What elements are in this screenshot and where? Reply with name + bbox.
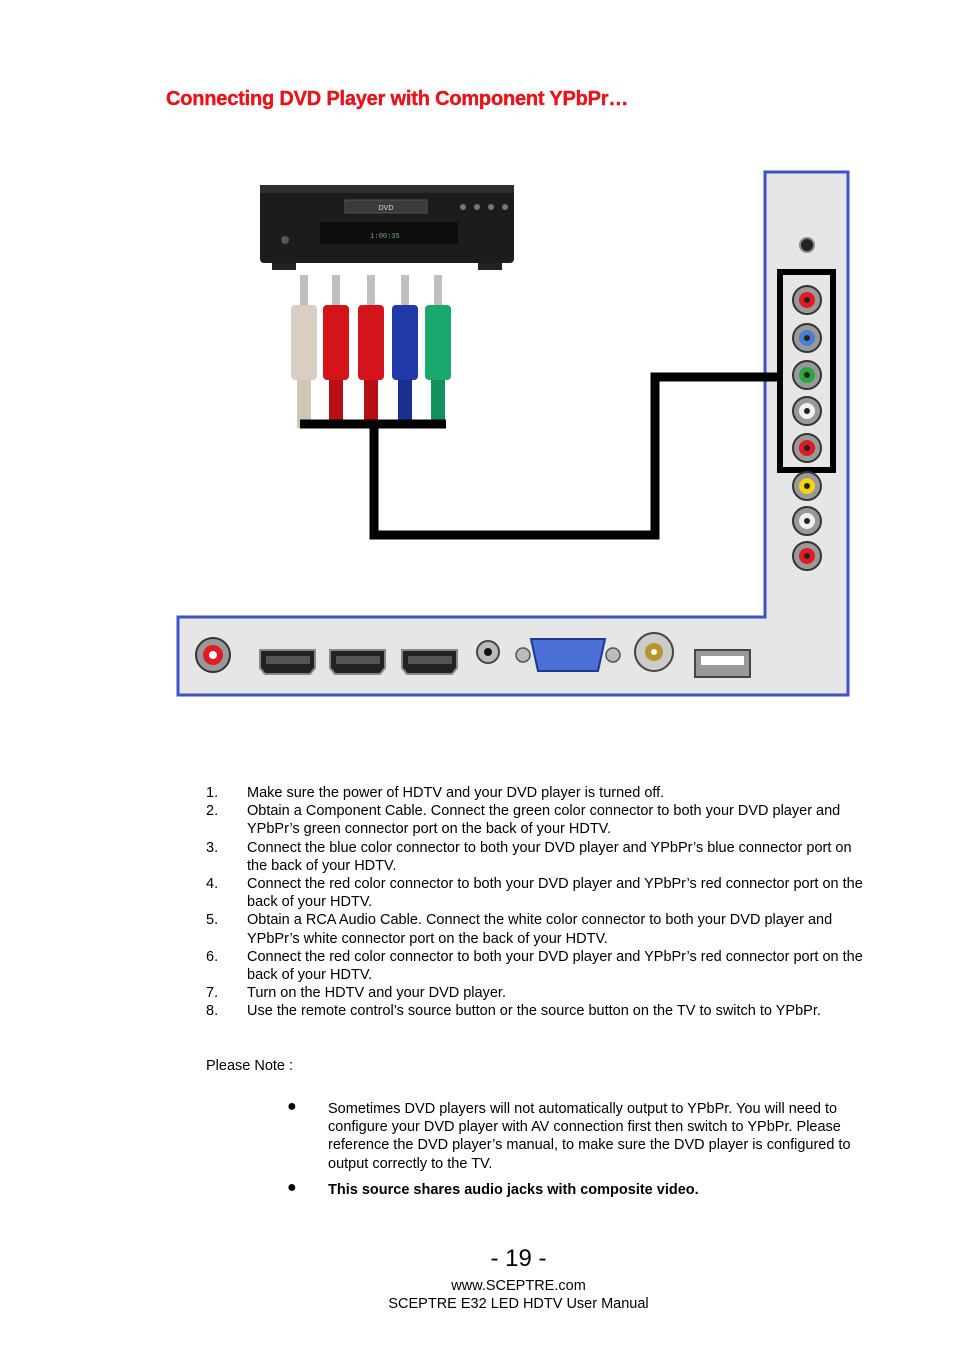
dvd-label: DVD	[379, 205, 394, 212]
step-number: 3.	[206, 839, 219, 856]
page-number: - 19 -	[490, 1245, 547, 1272]
jack-white-2	[792, 506, 822, 536]
step-item: 8. Use the remote control’s source button…	[206, 1002, 870, 1020]
plug-blue	[392, 275, 418, 428]
jack-white-1	[792, 396, 822, 426]
footer-manual-title: SCEPTRE E32 LED HDTV User Manual	[388, 1296, 649, 1312]
step-number: 7.	[206, 985, 219, 1002]
note-bullet-text: Sometimes DVD players will not automatic…	[328, 1101, 851, 1172]
step-text: Connect the red color connector to both …	[247, 948, 863, 984]
jack-red-1	[792, 285, 822, 315]
hdmi-port-2	[329, 649, 386, 675]
usb-port	[694, 649, 751, 678]
jack-green	[792, 360, 822, 390]
step-item: 6. Connect the red color connector to bot…	[206, 948, 870, 984]
side-rca-jacks	[792, 285, 822, 571]
step-number: 6.	[206, 948, 219, 965]
note-bullet-text: This source shares audio jacks with comp…	[328, 1181, 699, 1198]
step-number: 2.	[206, 803, 219, 820]
step-number: 1.	[206, 785, 219, 801]
step-item: 5. Obtain a RCA Audio Cable. Connect the …	[206, 911, 870, 947]
plug-white	[291, 275, 317, 428]
vga-port	[515, 638, 621, 672]
step-item: 7. Turn on the HDTV and your DVD player.	[206, 984, 870, 1002]
step-item: 4. Connect the red color connector to bot…	[206, 875, 870, 911]
plug-red-audio	[323, 275, 349, 428]
step-number: 5.	[206, 912, 219, 929]
jack-red-2	[792, 433, 822, 463]
step-item: 2. Obtain a Component Cable. Connect the …	[206, 802, 870, 838]
note-bullet-item: ● This source shares audio jacks with com…	[287, 1178, 867, 1199]
jack-red-3	[792, 541, 822, 571]
step-text: Connect the blue color connector to both…	[247, 839, 852, 874]
hdmi-port-1	[259, 649, 316, 675]
note-label: Please Note :	[206, 1058, 294, 1074]
headphone-jack	[799, 237, 815, 253]
step-text: Turn on the HDTV and your DVD player.	[247, 985, 506, 1002]
component-cable-plugs	[291, 275, 451, 428]
instruction-steps: 1. Make sure the power of HDTV and your D…	[206, 784, 870, 1021]
step-text: Make sure the power of HDTV and your DVD…	[247, 785, 665, 801]
step-text: Use the remote control’s source button o…	[247, 1003, 821, 1020]
jack-yellow	[792, 471, 822, 501]
pc-audio-jack	[476, 640, 500, 664]
step-text: Connect the red color connector to both …	[247, 876, 863, 911]
dvd-player-image: DVD 1:00:35	[260, 185, 514, 270]
bullet-dot-icon: ●	[287, 1098, 297, 1115]
bullet-dot-icon: ●	[287, 1178, 297, 1196]
ypbpr-port-group	[777, 269, 836, 473]
jack-blue	[792, 323, 822, 353]
step-item: 1. Make sure the power of HDTV and your D…	[206, 784, 870, 802]
plug-green	[425, 275, 451, 428]
step-item: 3. Connect the blue color connector to bo…	[206, 839, 870, 875]
hdmi-port-3	[401, 649, 458, 675]
bottom-ports	[195, 632, 751, 678]
coaxial-audio-jack	[195, 637, 231, 673]
antenna-port	[634, 632, 674, 672]
step-number: 8.	[206, 1003, 219, 1020]
connection-diagram: DVD 1:00:35	[176, 170, 850, 697]
step-text: Obtain a Component Cable. Connect the gr…	[247, 803, 841, 838]
page-title: Connecting DVD Player with Component YPb…	[166, 88, 629, 110]
connection-cable	[300, 372, 780, 540]
step-number: 4.	[206, 876, 219, 893]
note-bullets: ● Sometimes DVD players will not automati…	[287, 1098, 867, 1207]
note-bullet-item: ● Sometimes DVD players will not automati…	[287, 1098, 867, 1173]
plug-red-pr	[358, 275, 384, 428]
dvd-display-text: 1:00:35	[370, 233, 399, 241]
tv-back-panel	[176, 170, 850, 697]
footer-url: www.SCEPTRE.com	[451, 1278, 586, 1294]
step-text: Obtain a RCA Audio Cable. Connect the wh…	[247, 912, 833, 947]
